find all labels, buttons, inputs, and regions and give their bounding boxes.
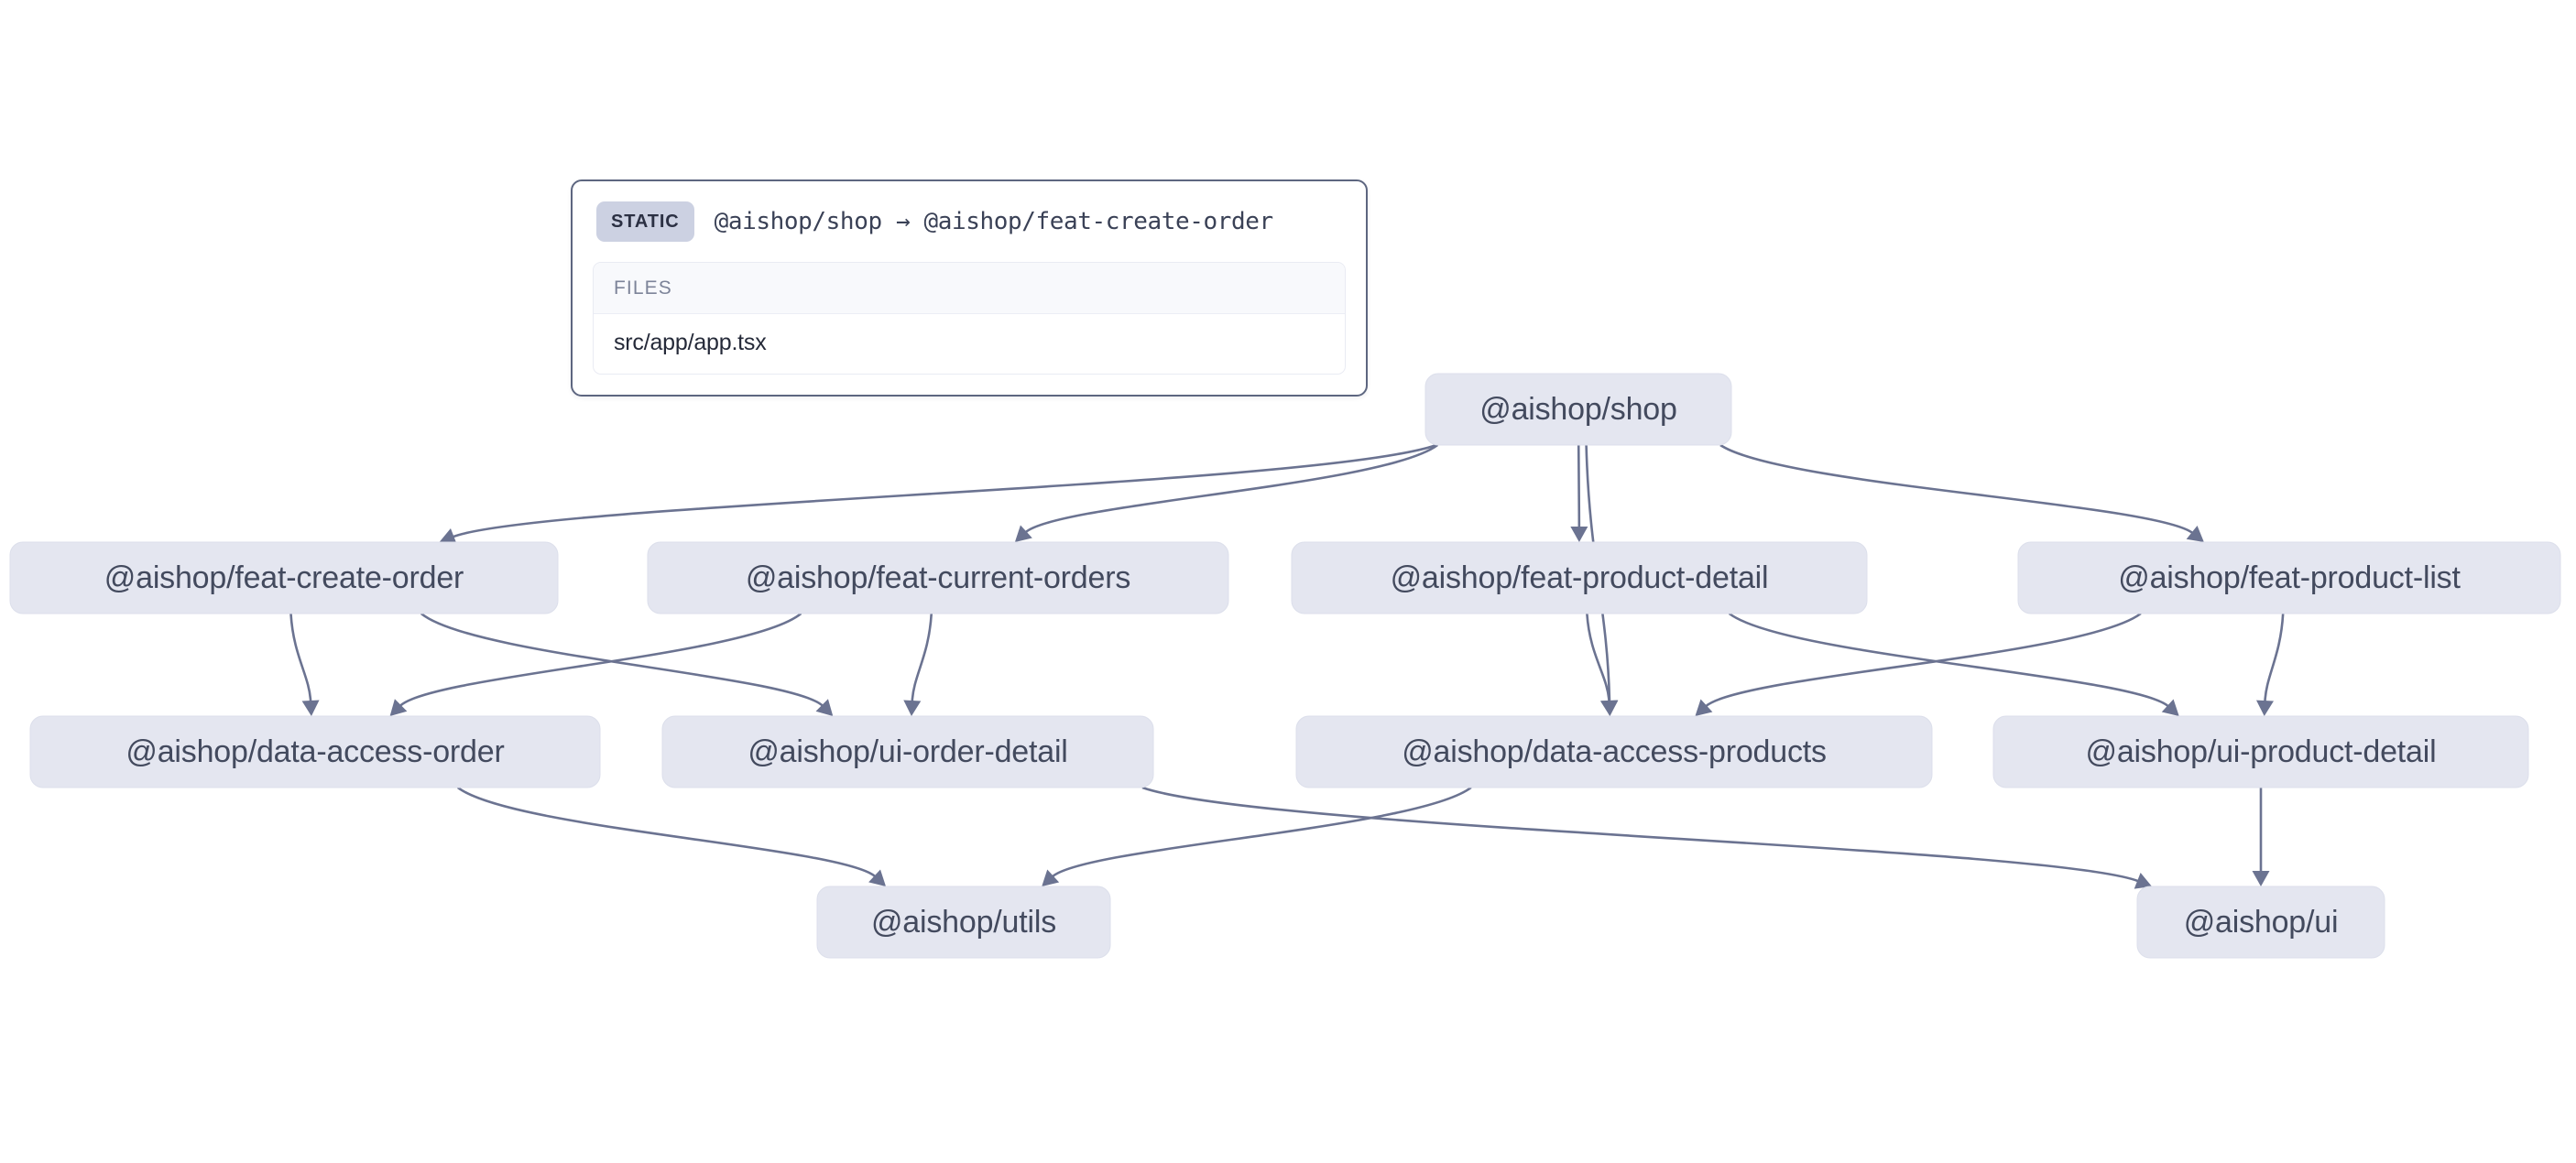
graph-edge-arrowhead	[389, 699, 408, 716]
node-label: @aishop/ui	[2184, 905, 2339, 940]
graph-edge-arrowhead	[868, 869, 887, 886]
graph-edge-feat-product-list-to-data-access-products[interactable]	[1705, 612, 2142, 708]
node-background	[29, 715, 601, 788]
graph-edge-shop-to-feat-product-list[interactable]	[1719, 443, 2194, 535]
node-background	[1291, 541, 1868, 614]
node-background	[661, 715, 1154, 788]
node-label: @aishop/shop	[1479, 392, 1676, 427]
graph-edge-feat-create-order-to-data-access-order[interactable]	[289, 613, 312, 702]
node-background	[2136, 886, 2385, 959]
node-background	[2017, 541, 2561, 614]
node-background	[1992, 715, 2529, 788]
graph-edge-arrowhead	[301, 700, 320, 716]
graph-edge-shop-to-feat-product-detail[interactable]	[1577, 444, 1581, 528]
node-background	[647, 541, 1229, 614]
graph-edge-feat-product-detail-to-data-access-products[interactable]	[1586, 613, 1610, 702]
graph-edge-arrowhead	[815, 699, 834, 716]
node-label: @aishop/ui-product-detail	[2086, 734, 2437, 769]
graph-edge-arrowhead	[2252, 871, 2270, 886]
graph-edge-feat-current-orders-to-data-access-order[interactable]	[398, 612, 802, 707]
node-background	[9, 541, 559, 614]
graph-edge-data-access-products-to-utils[interactable]	[1051, 786, 1472, 878]
node-label: @aishop/ui-order-detail	[748, 734, 1067, 769]
graph-node-ui-order-detail[interactable]: @aishop/ui-order-detail	[661, 715, 1154, 788]
file-list-item[interactable]: src/app/app.tsx	[614, 330, 767, 355]
graph-edge-feat-product-list-to-ui-product-detail[interactable]	[2264, 613, 2285, 702]
files-panel: FILES src/app/app.tsx	[593, 262, 1346, 375]
graph-node-data-access-order[interactable]: @aishop/data-access-order	[29, 715, 601, 788]
node-label: @aishop/utils	[871, 905, 1056, 940]
graph-edge-shop-to-feat-current-orders[interactable]	[1024, 443, 1439, 534]
graph-edge-arrowhead	[2134, 872, 2152, 889]
graph-node-ui-product-detail[interactable]: @aishop/ui-product-detail	[1992, 715, 2529, 788]
static-badge: STATIC	[596, 201, 694, 242]
node-background	[1295, 715, 1933, 788]
edges-layer	[289, 443, 2285, 889]
node-label: @aishop/feat-current-orders	[746, 560, 1130, 595]
graph-edge-shop-to-feat-create-order[interactable]	[452, 443, 1437, 538]
nodes-layer: @aishop/shop @aishop/feat-create-order @ai…	[9, 373, 2561, 959]
graph-edge-feat-create-order-to-ui-order-detail[interactable]	[420, 612, 824, 707]
graph-edge-arrowhead	[1042, 869, 1060, 886]
graph-edge-data-access-order-to-utils[interactable]	[456, 786, 877, 878]
graph-edge-ui-order-detail-to-ui[interactable]	[1141, 786, 2139, 883]
graph-edge-feat-current-orders-to-ui-order-detail[interactable]	[911, 613, 933, 702]
node-label: @aishop/data-access-products	[1402, 734, 1827, 769]
graph-edge-arrowhead	[2256, 700, 2274, 716]
graph-edge-arrowhead	[1014, 525, 1032, 542]
graph-node-feat-product-detail[interactable]: @aishop/feat-product-detail	[1291, 541, 1868, 614]
node-label: @aishop/feat-create-order	[104, 560, 464, 595]
graph-edge-arrowhead	[1600, 700, 1618, 716]
node-label: @aishop/feat-product-detail	[1391, 560, 1769, 595]
node-background	[1424, 373, 1732, 446]
node-label: @aishop/data-access-order	[126, 734, 504, 769]
graph-node-feat-current-orders[interactable]: @aishop/feat-current-orders	[647, 541, 1229, 614]
graph-edge-arrowhead	[1570, 526, 1588, 542]
graph-edge-arrowhead	[2186, 525, 2204, 542]
graph-node-feat-create-order[interactable]: @aishop/feat-create-order	[9, 541, 559, 614]
graph-edge-arrowhead	[2161, 699, 2179, 716]
graph-edge-arrowhead	[903, 700, 922, 716]
graph-edge-feat-product-detail-to-ui-product-detail[interactable]	[1728, 612, 2170, 708]
graph-node-data-access-products[interactable]: @aishop/data-access-products	[1295, 715, 1933, 788]
graph-node-shop[interactable]: @aishop/shop	[1424, 373, 1732, 446]
graph-node-ui[interactable]: @aishop/ui	[2136, 886, 2385, 959]
edge-detail-tooltip[interactable]: STATIC @aishop/shop → @aishop/feat-creat…	[571, 179, 1368, 397]
node-label: @aishop/feat-product-list	[2118, 560, 2461, 595]
tooltip-title: @aishop/shop → @aishop/feat-create-order	[714, 208, 1274, 235]
graph-edge-arrowhead	[1695, 699, 1713, 716]
graph-edge-arrowhead	[439, 527, 457, 545]
graph-node-utils[interactable]: @aishop/utils	[816, 886, 1111, 959]
tooltip-header: STATIC @aishop/shop → @aishop/feat-creat…	[593, 200, 1346, 242]
files-header: FILES	[594, 263, 1345, 314]
node-background	[816, 886, 1111, 959]
graph-node-feat-product-list[interactable]: @aishop/feat-product-list	[2017, 541, 2561, 614]
